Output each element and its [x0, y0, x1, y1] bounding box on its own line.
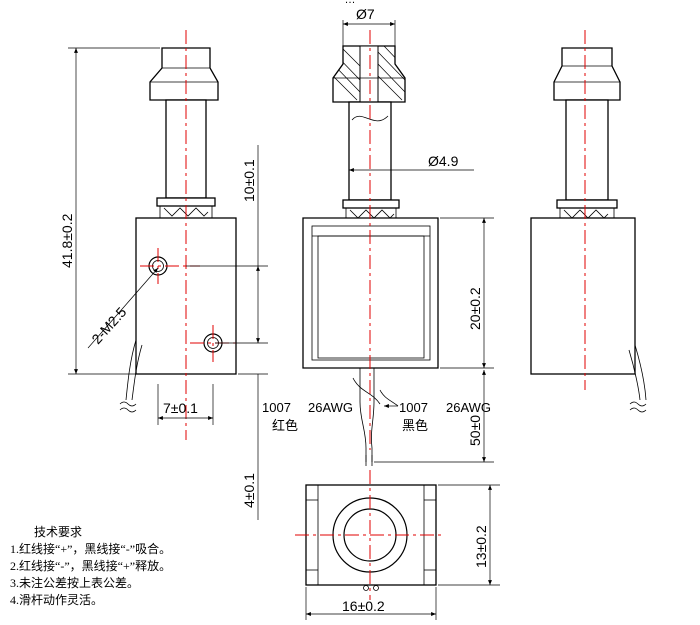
black-wire-gauge: 26AWG [446, 400, 491, 415]
dim-hole-offset-label: 7±0.1 [163, 400, 198, 416]
center-view [302, 30, 439, 466]
note-item: 1.红线接“+”，黑线接“-”吸合。 [10, 542, 172, 556]
dim-phi49: Ø4.9 [349, 153, 474, 172]
dim-bottom-depth: 13±0.2 [438, 484, 500, 586]
dim-overall-height: 41.8±0.2 [59, 47, 160, 375]
black-wire-color: 黑色 [402, 418, 428, 433]
bottom-view [295, 470, 445, 600]
right-view [530, 30, 647, 413]
dim-lead-length-label: 50±0 [467, 415, 483, 446]
dim-stroke: 10±0.1 [186, 145, 268, 344]
dim-bottom-width-label: 16±0.2 [342, 598, 385, 614]
black-wire-code: 1007 [399, 400, 428, 415]
dim-phi7: Ø7 [342, 6, 396, 46]
dim-phi49-label: Ø4.9 [428, 153, 459, 169]
top-caption: … [345, 0, 356, 6]
dim-base-offset: 4±0.1 [238, 373, 268, 520]
dim-bottom-width: 16±0.2 [305, 587, 437, 620]
dim-hole-offset: 7±0.1 [157, 384, 214, 425]
dim-coil-height: 20±0.2 [440, 217, 494, 369]
red-wire-code: 1007 [262, 400, 291, 415]
note-item: 2.红线接“-”，黑线接“+”释放。 [10, 559, 172, 573]
note-item: 4.滑杆动作灵活。 [10, 593, 104, 607]
dim-overall-height-label: 41.8±0.2 [59, 213, 75, 268]
dim-coil-height-label: 20±0.2 [467, 287, 483, 330]
note-item: 3.未注公差按上表公差。 [10, 576, 140, 590]
dim-lead-length: 50±0 [374, 370, 494, 463]
dim-base-offset-label: 4±0.1 [241, 473, 257, 508]
red-wire-gauge: 26AWG [308, 400, 353, 415]
left-view [119, 30, 240, 440]
dim-bottom-depth-label: 13±0.2 [473, 525, 489, 568]
wire-labels: 1007 26AWG 红色 1007 26AWG 黑色 [262, 400, 491, 433]
technical-requirements: 技术要求 1.红线接“+”，黑线接“-”吸合。 2.红线接“-”，黑线接“+”释… [10, 524, 310, 609]
red-wire-color: 红色 [272, 418, 298, 433]
dim-thread-label: 2-M2.5 [88, 304, 129, 347]
notes-title: 技术要求 [34, 525, 83, 539]
dim-stroke-label: 10±0.1 [241, 159, 257, 202]
dim-phi7-label: Ø7 [356, 6, 375, 22]
